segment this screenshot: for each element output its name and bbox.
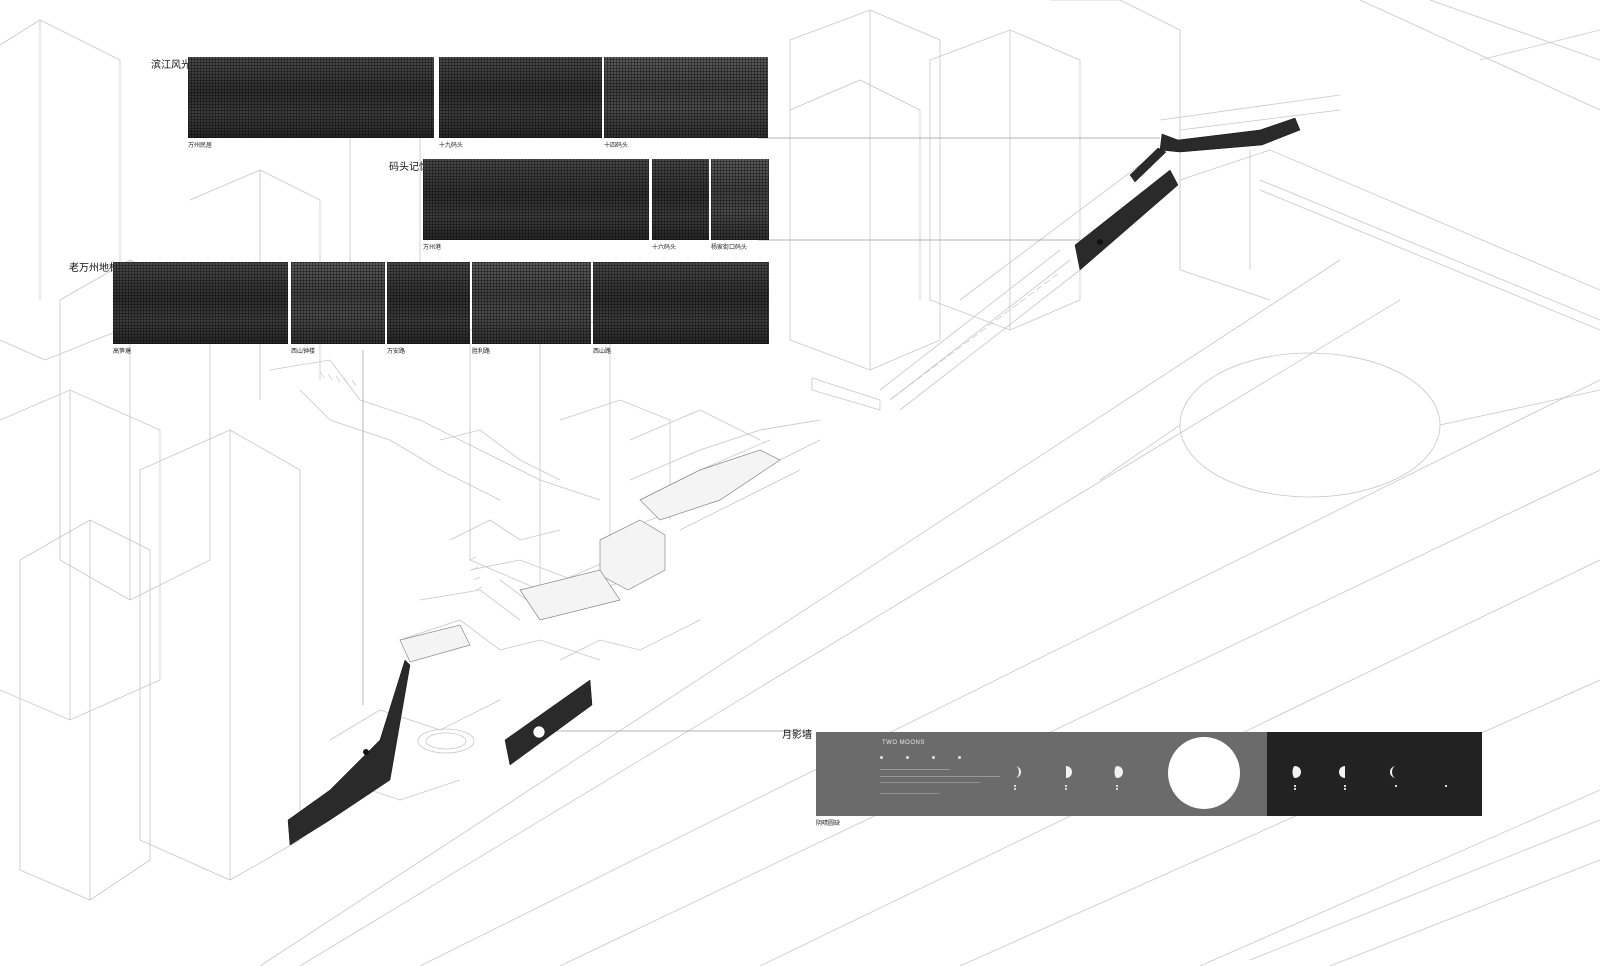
dot-icon (880, 756, 883, 759)
waxing-gibbous-icon (1292, 766, 1301, 778)
phase-label-marks (1293, 784, 1296, 792)
text-line (880, 769, 950, 770)
photo-xishan-clock-tower (291, 262, 385, 344)
photo-yangjiajie-dock (711, 159, 769, 240)
photo-caption: 十九码头 (439, 142, 464, 149)
photo-wanzhou-dwellings (188, 57, 434, 138)
photo-caption: 胜利路 (472, 348, 491, 355)
dot-icon (932, 756, 935, 759)
photo-dock-19 (439, 57, 602, 138)
phase-label-marks (1115, 784, 1118, 792)
photo-caption: 十四码头 (604, 142, 629, 149)
moon-wall-elevation-panel: TWO MOONS (816, 732, 1482, 816)
phase-label-marks (1064, 784, 1067, 792)
phase-label-marks (1013, 784, 1016, 792)
photo-caption: 万州港 (423, 244, 442, 251)
photo-dock-16 (652, 159, 709, 240)
photo-caption: 十六码头 (652, 244, 677, 251)
text-line (880, 782, 980, 783)
new-moon-icon (1444, 784, 1447, 792)
photo-caption: 杨家街口码头 (711, 244, 748, 251)
phase-label-marks (1343, 784, 1346, 792)
photo-dock-14 (604, 57, 768, 138)
waning-crescent-icon (1015, 766, 1021, 778)
photo-caption: 万州民居 (188, 142, 213, 149)
photo-wanzhou-port (423, 159, 649, 240)
first-quarter-icon (1066, 766, 1072, 778)
moon-panel-caption: 阴晴圆缺 (816, 820, 841, 827)
phase-label-marks (1394, 784, 1397, 792)
last-quarter-icon (1339, 766, 1345, 778)
waning-crescent-icon (1390, 766, 1396, 778)
photo-wanan-road (387, 262, 470, 344)
dot-icon (958, 756, 961, 759)
moon-wall-title: 月影墙 (782, 730, 812, 741)
photo-xishan-road (593, 262, 769, 344)
gallery-title-old-landmarks: 老万州地标 (69, 263, 119, 274)
waxing-gibbous-icon (1114, 766, 1123, 778)
text-line (880, 793, 940, 794)
photo-caption: 高笋塘 (113, 348, 132, 355)
gallery-title-riverside: 滨江风光 (151, 60, 191, 71)
full-moon-icon (1168, 737, 1240, 809)
gallery-title-dock-memory: 码头记忆 (389, 162, 429, 173)
text-line (880, 776, 1000, 777)
photo-shengli-road (472, 262, 591, 344)
photo-caption: 西山路 (593, 348, 612, 355)
photo-gaosuntang (113, 262, 288, 344)
moon-panel-heading: TWO MOONS (882, 740, 925, 746)
dot-icon (906, 756, 909, 759)
moon-panel-dark-section (1267, 732, 1482, 816)
photo-caption: 万安路 (387, 348, 406, 355)
photo-caption: 西山钟楼 (291, 348, 316, 355)
